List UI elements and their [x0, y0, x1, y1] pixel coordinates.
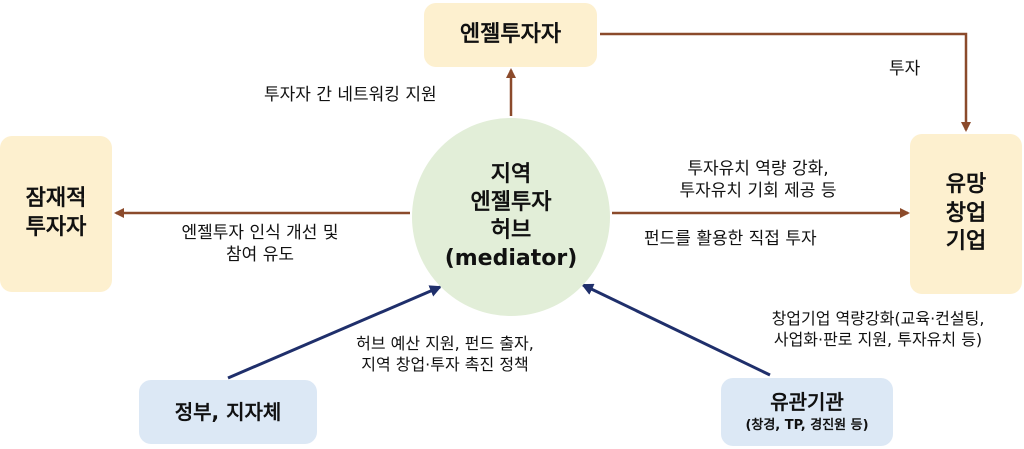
- capacity-building-line-1: 투자유치 역량 강화,: [687, 159, 829, 179]
- promising-startup-node: 유망 창업 기업: [910, 134, 1022, 294]
- hub-line-4: (mediator): [444, 246, 578, 272]
- government-label: 정부, 지자체: [174, 400, 282, 424]
- potential-investor-node: 잠재적 투자자: [0, 136, 112, 292]
- awareness-line-2: 참여 유도: [226, 245, 294, 266]
- agency-support-line-1: 창업기업 역량강화(교육·컨설팅,: [771, 309, 985, 328]
- government-support-line-1: 허브 예산 지원, 펀드 출자,: [356, 334, 534, 353]
- investment-label: 투자: [889, 59, 921, 79]
- promising-startup-line-1: 유망: [945, 172, 987, 198]
- angel-investor-label: 엔젤투자자: [459, 21, 562, 47]
- arrow-gov-to-hub: [227, 285, 442, 380]
- hub-line-1: 지역: [490, 161, 532, 187]
- agency-support-line-2: 사업화·판로 지원, 투자유치 등): [773, 329, 983, 349]
- agency-support-label: 창업기업 역량강화(교육·컨설팅, 사업화·판로 지원, 투자유치 등): [738, 309, 1018, 351]
- direct-investment-label: 펀드를 활용한 직접 투자: [644, 229, 817, 249]
- awareness-line-1: 엔젤투자 인식 개선 및: [181, 223, 339, 243]
- capacity-building-label: 투자유치 역량 강화, 투자유치 기회 제공 등: [633, 158, 883, 202]
- related-agency-node: 유관기관 (창경, TP, 경진원 등): [721, 378, 893, 446]
- hub-line-2: 엔젤투자: [470, 189, 552, 215]
- awareness-label: 엔젤투자 인식 개선 및 참여 유도: [135, 222, 385, 266]
- potential-investor-line-1: 잠재적: [25, 186, 87, 212]
- capacity-building-line-2: 투자유치 기회 제공 등: [679, 181, 837, 202]
- regional-angel-hub-node: 지역 엔젤투자 허브 (mediator): [412, 118, 610, 316]
- government-support-label: 허브 예산 지원, 펀드 출자, 지역 창업·투자 촉진 정책: [317, 334, 573, 376]
- promising-startup-line-3: 기업: [945, 229, 987, 255]
- angel-investor-node: 엔젤투자자: [424, 3, 597, 67]
- government-support-line-2: 지역 창업·투자 촉진 정책: [361, 354, 529, 374]
- arrow-agency-to-hub: [581, 283, 771, 377]
- hub-line-3: 허브: [490, 218, 532, 243]
- promising-startup-line-2: 창업: [945, 200, 987, 226]
- networking-support-label: 투자자 간 네트워킹 지원: [264, 85, 437, 105]
- related-agency-title: 유관기관: [770, 390, 844, 415]
- potential-investor-line-2: 투자자: [25, 215, 87, 240]
- related-agency-subtitle: (창경, TP, 경진원 등): [745, 418, 869, 434]
- arrow-angel-to-promising: [600, 32, 971, 132]
- government-node: 정부, 지자체: [139, 380, 317, 444]
